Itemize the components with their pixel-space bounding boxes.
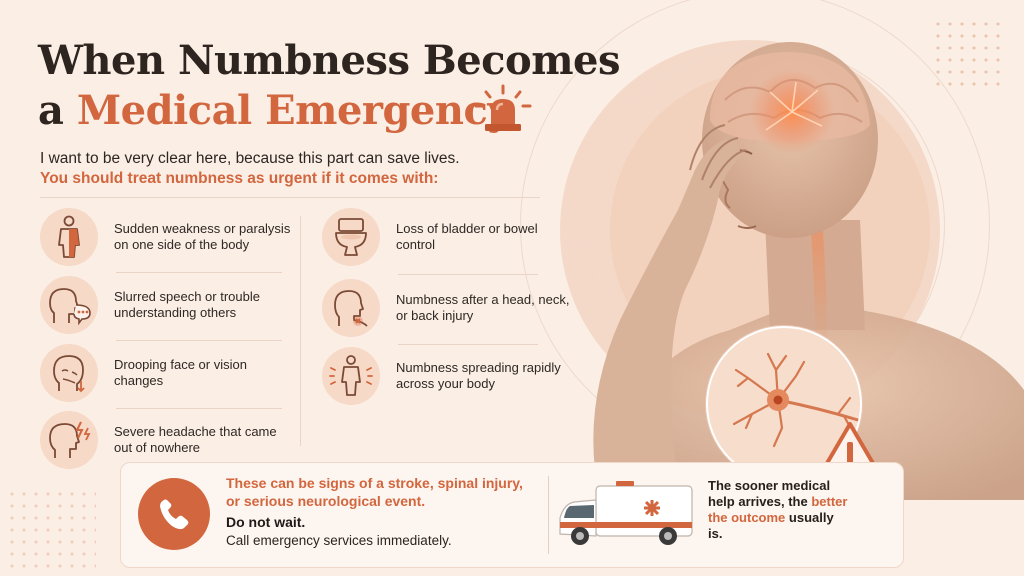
slurred-speech-icon — [49, 288, 91, 326]
phone-icon — [160, 499, 189, 530]
symptom-text: Sudden weakness or paralysis on one side… — [114, 221, 291, 252]
siren-icon — [474, 84, 532, 131]
sooner-prefix: The sooner medical help arrives, the — [708, 478, 831, 509]
divider — [116, 340, 282, 341]
title-accent: Medical Emergency — [76, 87, 511, 134]
dot-pattern-top-right — [932, 18, 1002, 88]
symptom-item: Loss of bladder or bowel control — [322, 208, 576, 266]
sooner-accent: better the outcome — [708, 494, 848, 525]
title-line-2-prefix: a — [38, 87, 77, 134]
divider — [398, 344, 538, 345]
emergency-callout-card — [120, 462, 904, 568]
column-divider — [300, 216, 301, 446]
divider — [116, 272, 282, 273]
symptom-item: Numbness after a head, neck, or back inj… — [322, 279, 576, 337]
drooping-face-icon — [53, 355, 85, 393]
body-weakness-icon — [58, 215, 80, 258]
sooner-suffix: usually is. — [708, 510, 834, 541]
symptom-text: Numbness spreading rapidly across your b… — [396, 360, 561, 391]
lead-text: You should treat numbness as urgent if i… — [40, 170, 439, 187]
title-line-1: When Numbness Becomes — [38, 37, 620, 84]
symptom-item: Slurred speech or trouble understanding … — [40, 276, 294, 334]
sooner-help-text: The sooner medical help arrives, the bet… — [708, 478, 848, 542]
symptom-text: Slurred speech or trouble understanding … — [114, 289, 260, 320]
neck-injury-icon — [334, 290, 368, 327]
card-divider — [548, 476, 549, 554]
symptom-item: Severe headache that came out of nowhere — [40, 411, 294, 469]
symptom-item: Sudden weakness or paralysis on one side… — [40, 208, 294, 266]
neuron-inset — [706, 326, 862, 482]
do-not-wait-text: Do not wait. — [226, 514, 306, 530]
headache-icon — [49, 421, 91, 458]
symptom-text: Numbness after a head, neck, or back inj… — [396, 292, 570, 323]
symptom-item: Numbness spreading rapidly across your b… — [322, 347, 576, 405]
signs-warning-text: These can be signs of a stroke, spinal i… — [226, 475, 523, 509]
divider — [40, 197, 540, 198]
phone-button — [138, 478, 210, 550]
symptom-text: Drooping face or vision changes — [114, 357, 247, 388]
man-with-headache-illustration — [593, 42, 1024, 500]
dot-pattern-bottom-left — [6, 488, 96, 568]
symptom-text: Severe headache that came out of nowhere — [114, 424, 277, 455]
divider — [116, 408, 282, 409]
intro-text: I want to be very clear here, because th… — [40, 150, 460, 167]
page-title: When Numbness Becomes a Medical Emergenc… — [38, 36, 620, 136]
ambulance-icon — [559, 481, 693, 545]
toilet-icon — [335, 218, 367, 256]
call-emergency-text: Call emergency services immediately. — [226, 533, 452, 548]
symptom-text: Loss of bladder or bowel control — [396, 221, 538, 252]
neuron-illustration — [732, 352, 860, 448]
divider — [398, 274, 538, 275]
symptom-item: Drooping face or vision changes — [40, 344, 294, 402]
spreading-numbness-icon — [329, 355, 373, 396]
